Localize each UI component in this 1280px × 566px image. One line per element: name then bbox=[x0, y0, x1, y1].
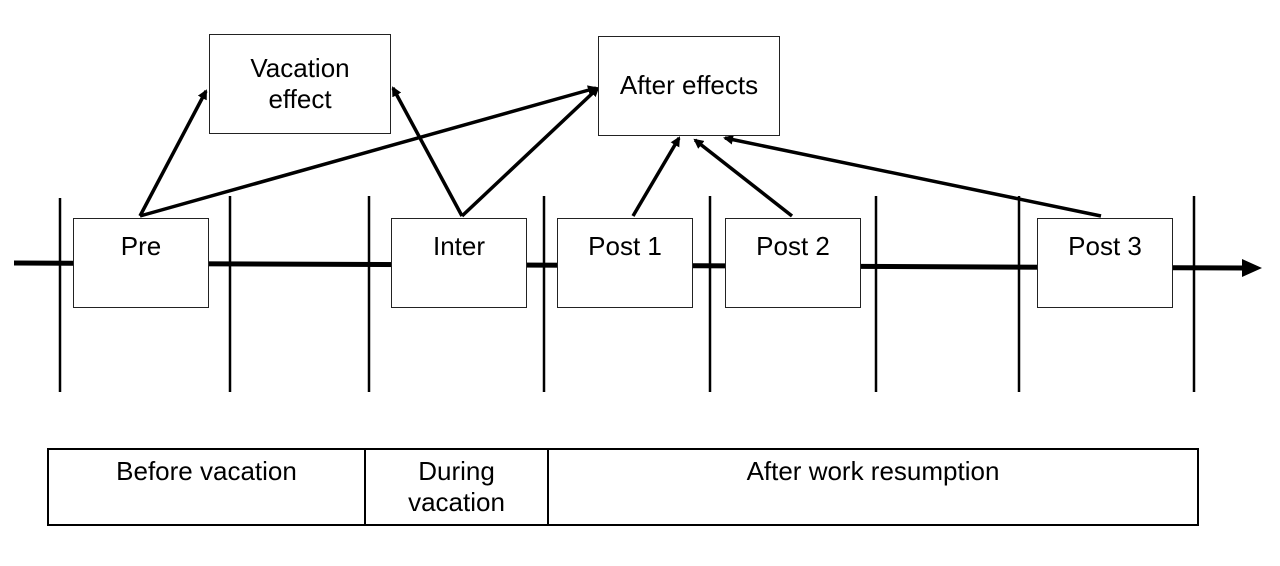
arrow-post3-to-after-effects bbox=[723, 134, 1102, 218]
measurement-label-post-1: Post 1 bbox=[588, 231, 662, 261]
phase-label-during-vacation: During vacation bbox=[408, 456, 505, 518]
measurement-label-post-2: Post 2 bbox=[756, 231, 830, 261]
arrow-inter-to-after-effects bbox=[460, 86, 600, 218]
measurement-label-pre: Pre bbox=[120, 231, 162, 261]
vacation-effect-label: Vacation effect bbox=[250, 52, 350, 114]
measurement-box-post-2: Post 2 bbox=[725, 218, 861, 308]
arrow-post2-to-after-effects bbox=[693, 138, 794, 218]
measurement-box-post-1: Post 1 bbox=[557, 218, 693, 308]
phase-table: Before vacation During vacation After wo… bbox=[47, 448, 1199, 526]
arrow-post1-to-after-effects bbox=[631, 136, 681, 217]
measurement-label-post-3: Post 3 bbox=[1068, 231, 1142, 261]
measurement-label-inter: Inter bbox=[432, 231, 486, 261]
phase-label-before-vacation: Before vacation bbox=[116, 456, 297, 486]
vacation-effect-box: Vacation effect bbox=[209, 34, 391, 134]
after-effects-label: After effects bbox=[619, 70, 759, 101]
time-axis-arrowhead bbox=[1242, 259, 1262, 277]
phase-cell-before-vacation: Before vacation bbox=[49, 450, 366, 524]
phase-cell-during-vacation: During vacation bbox=[366, 450, 549, 524]
after-effects-box: After effects bbox=[598, 36, 780, 136]
measurement-box-pre: Pre bbox=[73, 218, 209, 308]
phase-label-after-work-resumption: After work resumption bbox=[746, 456, 1000, 486]
arrow-pre-to-after-effects bbox=[139, 85, 598, 218]
arrow-pre-to-vacation-effect bbox=[138, 89, 208, 217]
measurement-box-inter: Inter bbox=[391, 218, 527, 308]
phase-cell-after-work-resumption: After work resumption bbox=[549, 450, 1197, 524]
measurement-box-post-3: Post 3 bbox=[1037, 218, 1173, 308]
arrow-inter-to-vacation-effect bbox=[391, 86, 464, 217]
